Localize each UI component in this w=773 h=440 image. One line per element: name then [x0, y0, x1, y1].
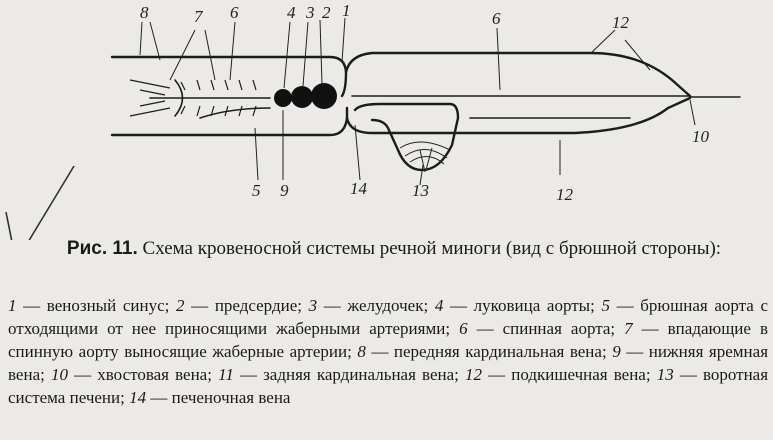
legend-number: 10 [50, 365, 68, 384]
legend-text: подкишечная вена [511, 365, 646, 384]
label-2: 2 [322, 3, 331, 22]
anterior-loop [174, 79, 184, 117]
legend-number: 13 [656, 365, 674, 384]
circulatory-diagram: 8 7 6 4 3 2 1 6 12 10 5 9 14 13 12 [5, 1, 741, 240]
legend-text: воротная система печени [8, 365, 769, 407]
label-10: 10 [692, 127, 710, 146]
legend-number: 11 [218, 365, 234, 384]
label-7: 7 [194, 7, 204, 26]
legend-number: 14 [129, 388, 147, 407]
label-14: 14 [350, 179, 368, 198]
legend-text: нижняя яремная вена [8, 342, 769, 384]
legend-number: 4 [434, 296, 444, 315]
legend-text: хвостовая вена [97, 365, 208, 384]
legend-text: спинная аорта [502, 319, 611, 338]
posterior-cardinal-vein [344, 51, 692, 98]
label-5: 5 [252, 181, 261, 200]
legend-number: 12 [465, 365, 483, 384]
figure-caption: Рис. 11. Схема кровеносной системы речно… [34, 236, 754, 262]
legend-text: передняя кардинальная вена [393, 342, 602, 361]
figure-legend: 1 — венозный синус; 2 — предсердие; 3 — … [8, 296, 769, 407]
anterior-cardinal-vein-upper [110, 55, 348, 98]
label-4: 4 [287, 3, 296, 22]
legend-text: венозный синус [46, 296, 165, 315]
legend-text: впадающие в спинную аорту выносящие жабе… [8, 319, 768, 361]
legend-number: 2 [176, 296, 185, 315]
legend-text: брюшная аорта с отходящими от нее принос… [8, 296, 769, 338]
legend-number: 1 [8, 296, 17, 315]
heart [274, 83, 337, 109]
gill-arteries [129, 79, 257, 117]
legend-number: 5 [601, 296, 610, 315]
legend-number: 8 [357, 342, 366, 361]
label-9: 9 [280, 181, 289, 200]
label-11: 12 [612, 13, 630, 32]
intestinal-vein [345, 96, 692, 135]
ventral-aorta-lower [199, 107, 271, 119]
legend-text: печеночная вена [171, 388, 291, 407]
label-1: 1 [342, 1, 351, 20]
legend-text: луковица аорты [473, 296, 591, 315]
legend-text: предсердие [214, 296, 298, 315]
hepatic-loop [353, 102, 460, 172]
portal-network [399, 141, 451, 173]
legend-number: 6 [459, 319, 468, 338]
check-mark [5, 165, 75, 240]
leader-lines [139, 17, 696, 186]
label-8: 8 [140, 3, 149, 22]
caption-prefix: Рис. 11. [66, 238, 138, 259]
legend-text: желудочек [347, 296, 424, 315]
label-6a: 6 [230, 3, 239, 22]
legend-number: 3 [308, 296, 318, 315]
legend-text: задняя кардинальная вена [263, 365, 455, 384]
label-13: 13 [412, 181, 429, 200]
label-3: 3 [305, 3, 315, 22]
label-6b: 6 [492, 9, 501, 28]
legend-number: 7 [624, 319, 633, 338]
legend-number: 9 [612, 342, 621, 361]
caption-text: Схема кровеносной системы речной миноги … [142, 238, 722, 259]
label-12: 12 [556, 185, 574, 204]
